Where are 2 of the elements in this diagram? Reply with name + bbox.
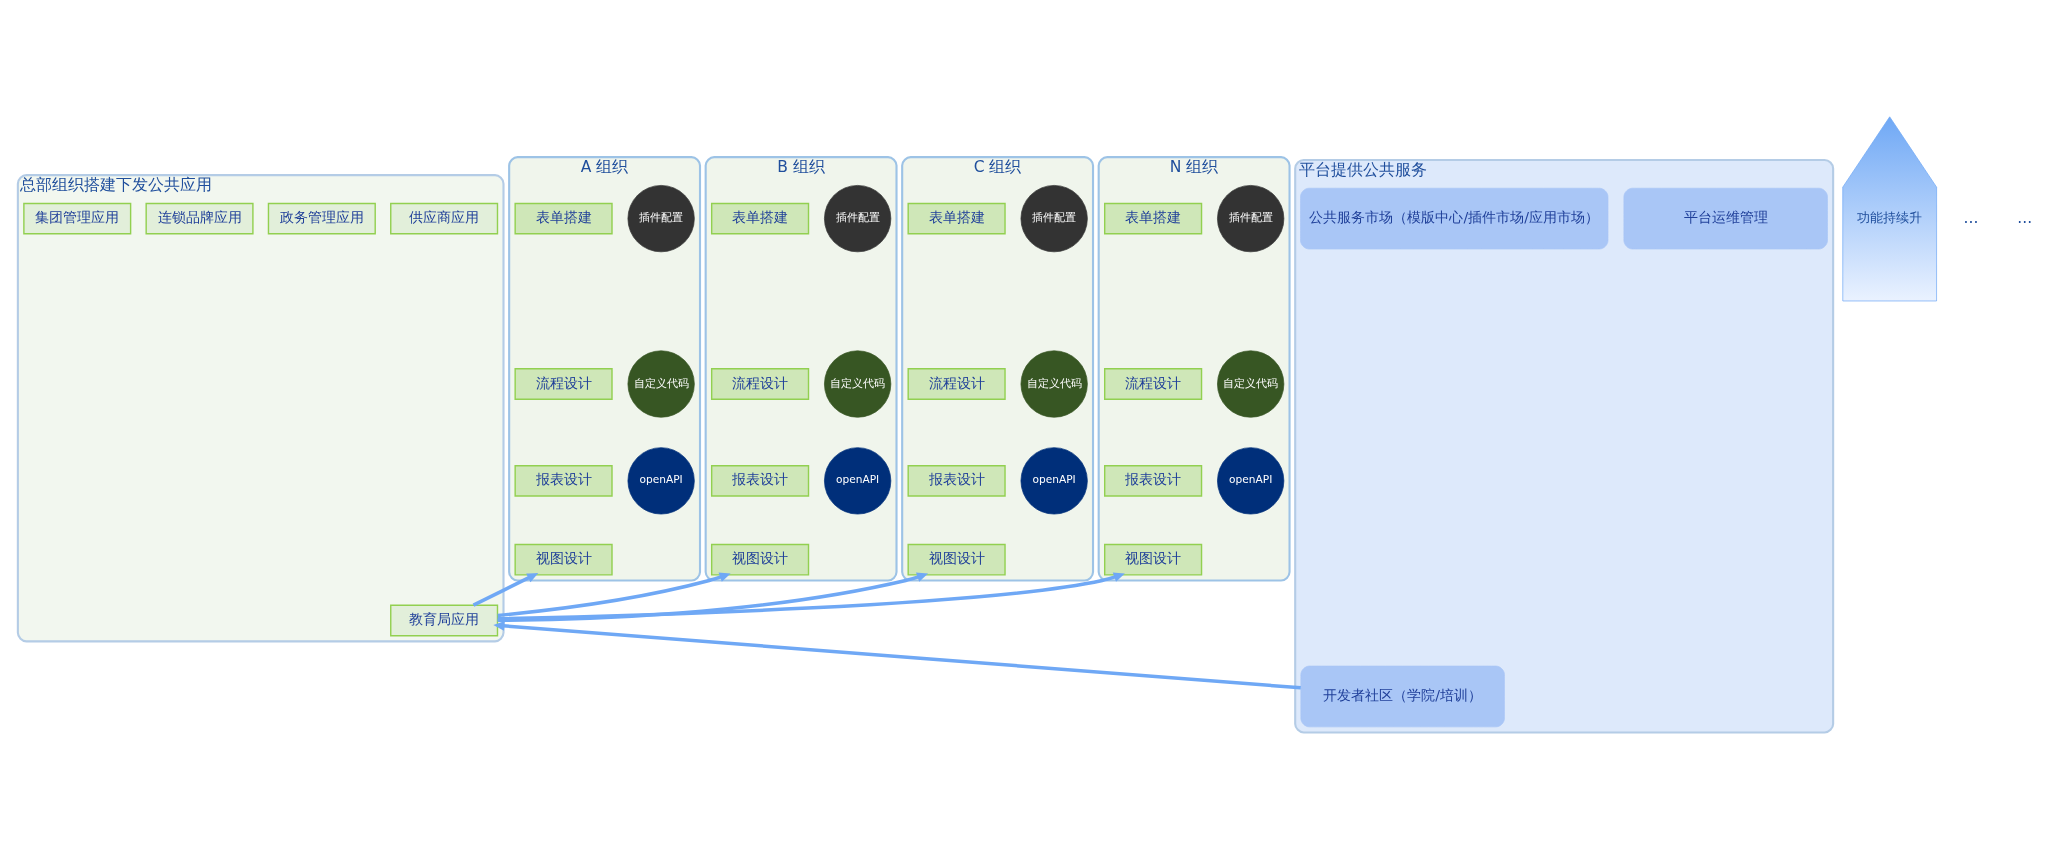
label: ...: [1963, 208, 1979, 227]
label: ...: [2017, 208, 2033, 227]
